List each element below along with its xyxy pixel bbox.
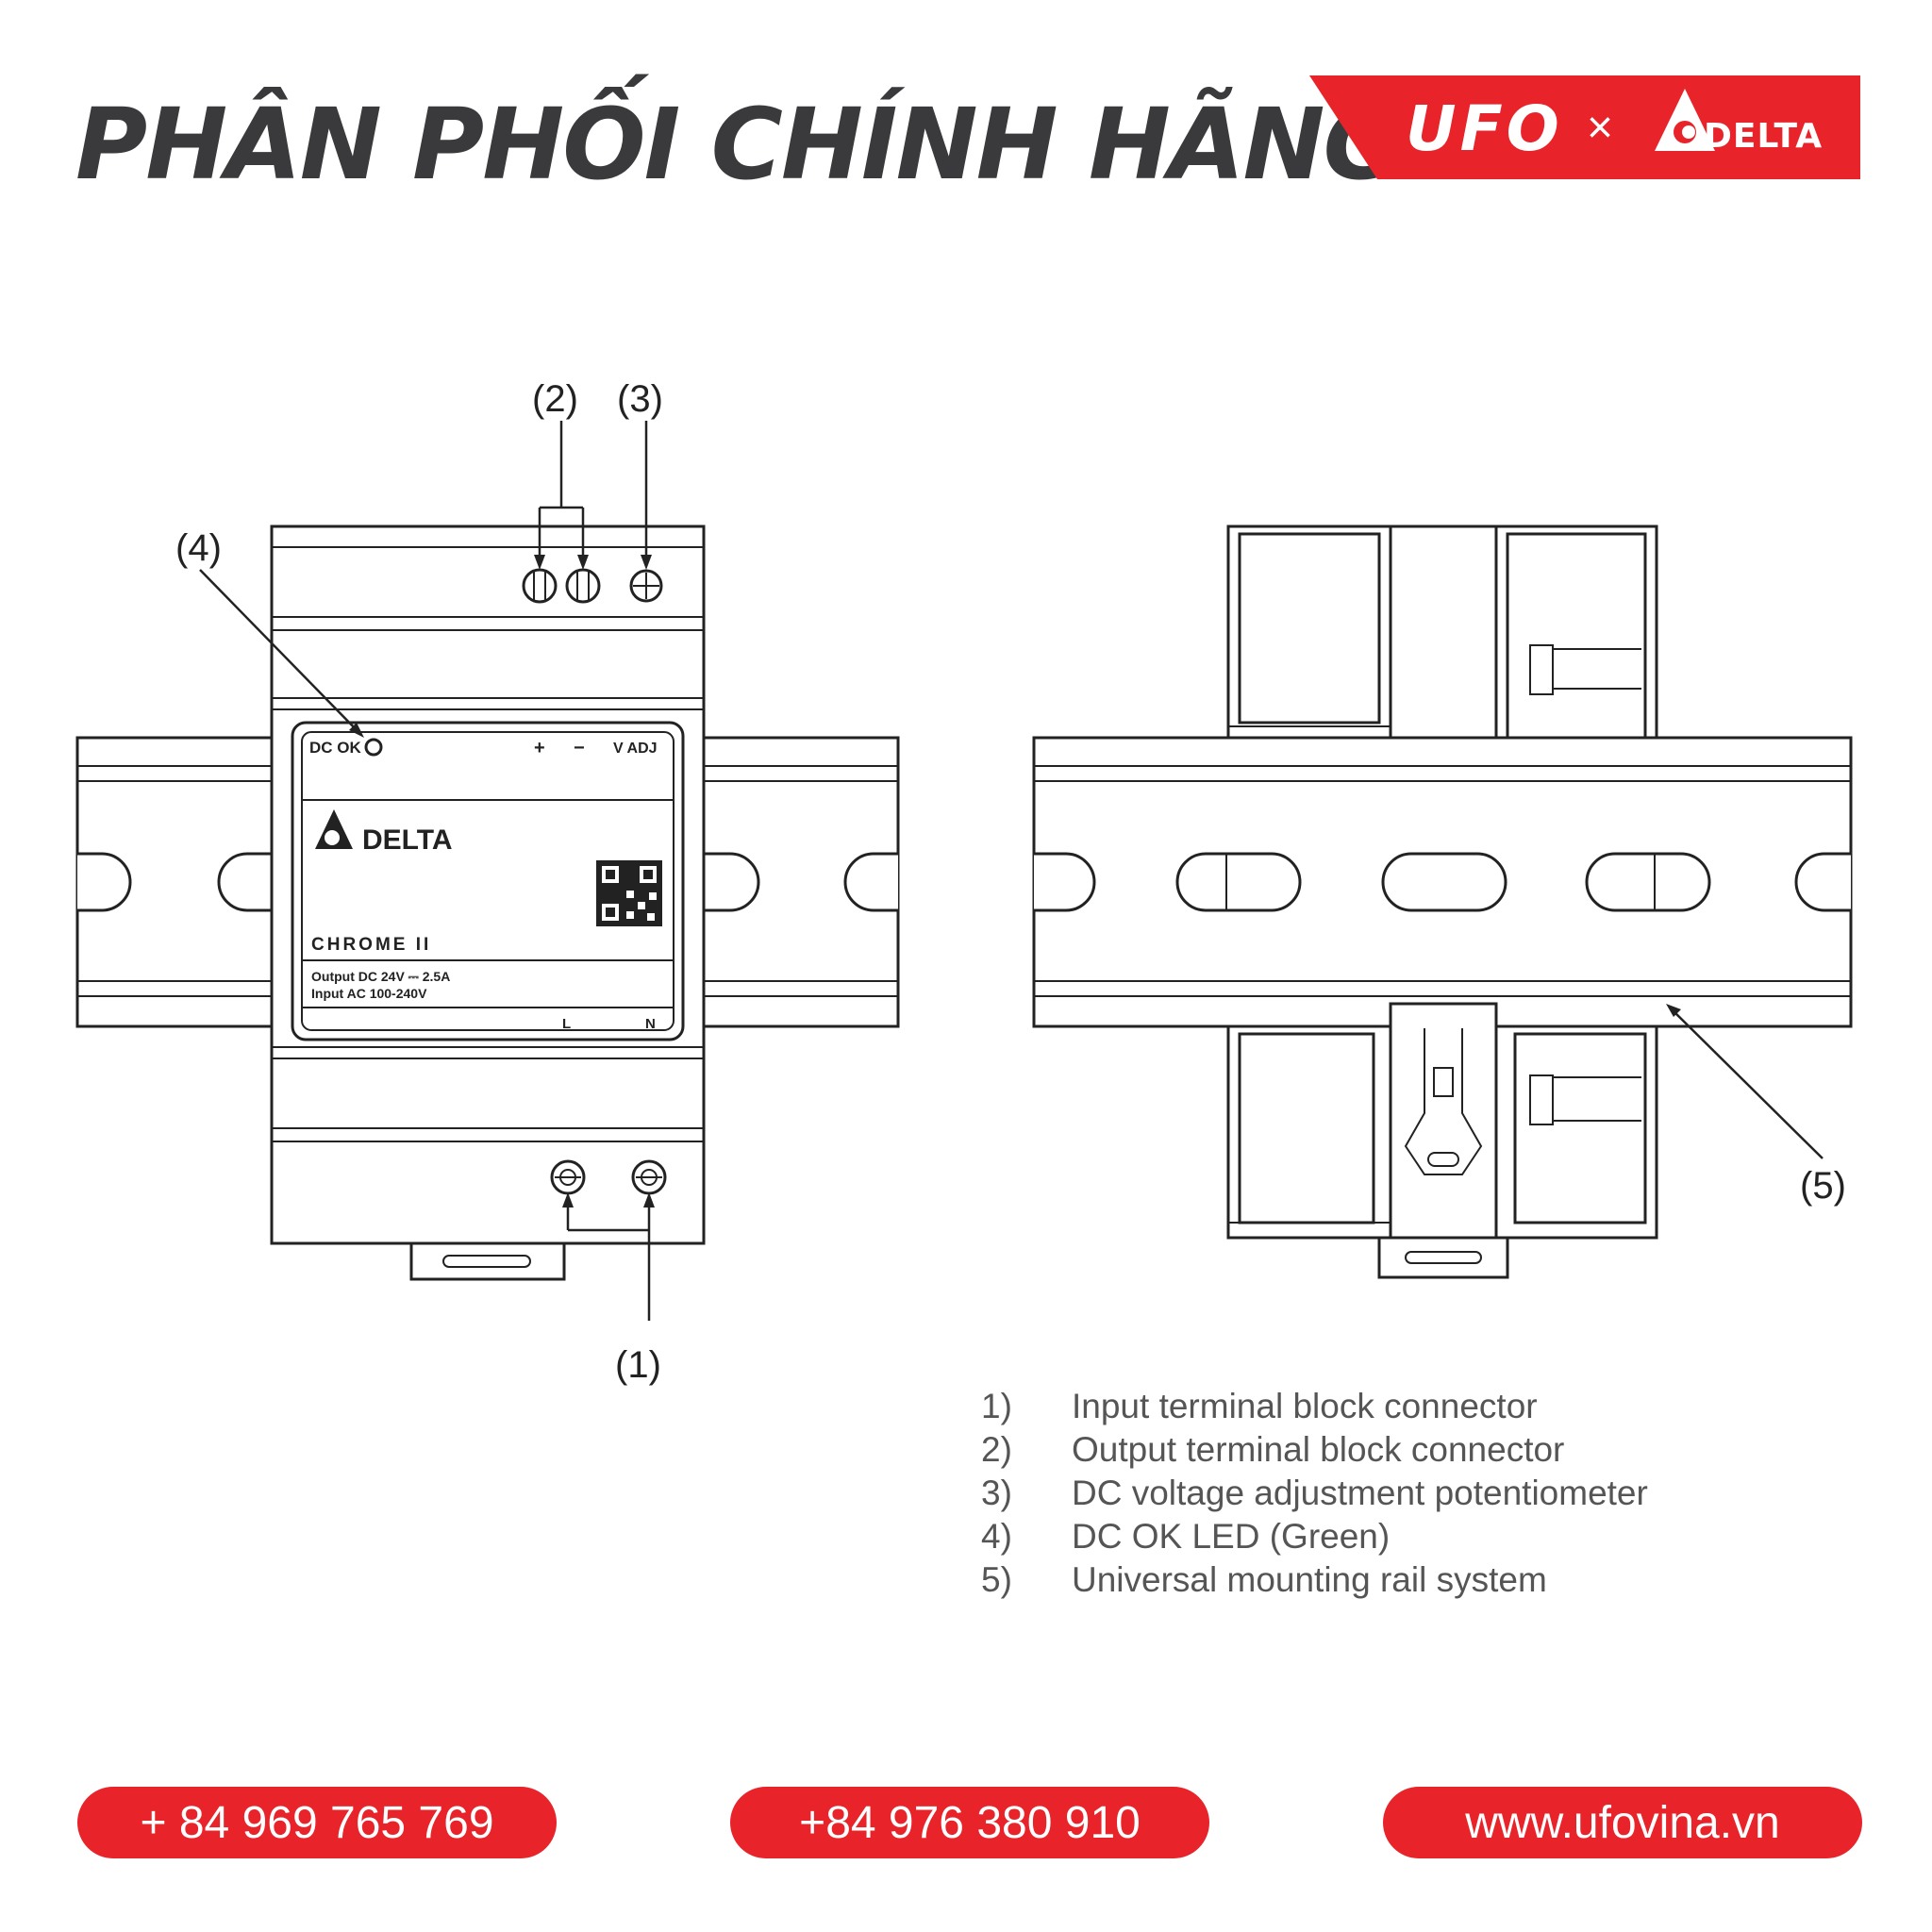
legend-item: 3) DC voltage adjustment potentiometer	[981, 1472, 1648, 1515]
legend-text: Input terminal block connector	[1072, 1387, 1538, 1425]
legend-number: 3)	[981, 1474, 1012, 1512]
legend-text: DC voltage adjustment potentiometer	[1072, 1474, 1648, 1512]
input-spec: Input AC 100-240V	[311, 986, 427, 1001]
legend-number: 2)	[981, 1430, 1012, 1469]
legend-number: 4)	[981, 1517, 1012, 1556]
right-din-rail	[1032, 736, 1853, 1028]
dc-ok-label: DC OK	[309, 739, 362, 757]
delta-triangle-icon	[1655, 89, 1715, 151]
right-top-housing	[1226, 525, 1658, 751]
legend-item: 5) Universal mounting rail system	[981, 1558, 1648, 1602]
output-spec: Output DC 24V ⎓ 2.5A	[311, 969, 450, 984]
callout-4: (4)	[175, 527, 222, 569]
brand-banner	[1309, 75, 1860, 179]
logo-separator: ×	[1587, 103, 1614, 153]
device-brand: DELTA	[362, 824, 453, 856]
legend-item: 1) Input terminal block connector	[981, 1385, 1648, 1428]
legend-list: 1) Input terminal block connector 2) Out…	[981, 1385, 1648, 1602]
legend-item: 4) DC OK LED (Green)	[981, 1515, 1648, 1558]
voltage-adjust-potentiometer	[629, 569, 663, 603]
output-minus-label: −	[574, 738, 585, 758]
legend-number: 5)	[981, 1560, 1012, 1599]
phone-button-1[interactable]: + 84 969 765 769	[77, 1787, 557, 1858]
callout-5: (5)	[1800, 1165, 1846, 1207]
delta-device-logo-icon	[315, 809, 353, 849]
left-callout-arrowheads	[349, 555, 655, 1208]
din-clip	[1377, 1002, 1509, 1279]
website-link[interactable]: www.ufovina.vn	[1383, 1787, 1862, 1858]
callout-2: (2)	[532, 378, 578, 420]
legend-number: 1)	[981, 1387, 1012, 1425]
device-model: CHROME II	[311, 935, 431, 955]
callout-1: (1)	[615, 1344, 661, 1386]
legend-text: Universal mounting rail system	[1072, 1560, 1547, 1599]
legend-text: DC OK LED (Green)	[1072, 1517, 1391, 1556]
legend-text: Output terminal block connector	[1072, 1430, 1565, 1469]
right-callout-lines	[1666, 1004, 1824, 1159]
output-plus-label: +	[534, 738, 545, 758]
vadj-label: V ADJ	[613, 741, 658, 757]
callout-3: (3)	[617, 378, 663, 420]
l-label: L	[562, 1016, 571, 1032]
delta-logo: DELTA	[1704, 117, 1824, 156]
dc-ok-led-icon	[364, 738, 383, 757]
headline: PHÂN PHỐI CHÍNH HÃNG	[75, 87, 1404, 202]
phone-button-2[interactable]: +84 976 380 910	[730, 1787, 1209, 1858]
qr-code-icon	[596, 860, 662, 926]
legend-item: 2) Output terminal block connector	[981, 1428, 1648, 1472]
ufo-logo: UFO	[1406, 92, 1563, 165]
n-label: N	[645, 1016, 656, 1032]
